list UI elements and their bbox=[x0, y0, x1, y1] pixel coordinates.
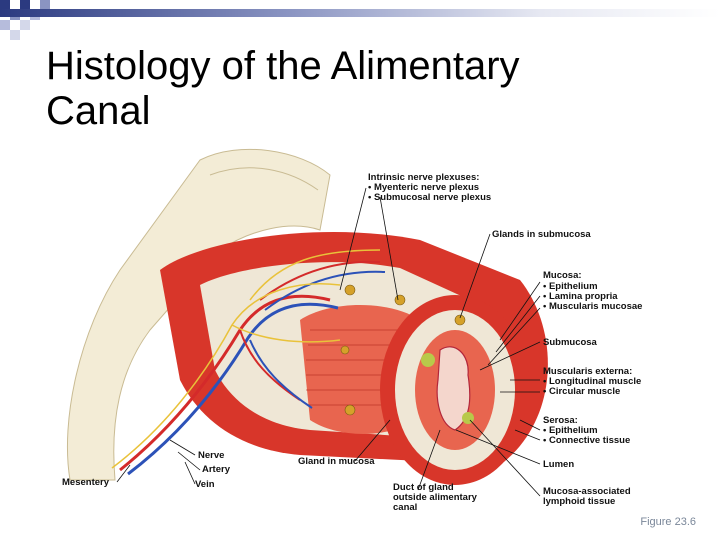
mesentery-sheet bbox=[66, 148, 331, 481]
diagram-labels: Intrinsic nerve plexuses: • Myenteric ne… bbox=[62, 172, 642, 513]
figure-caption: Figure 23.6 bbox=[640, 516, 696, 528]
tube-cross-section bbox=[160, 231, 548, 485]
blood-vessels bbox=[119, 260, 386, 476]
label-myenteric-plexus: • Myenteric nerve plexus bbox=[368, 182, 479, 193]
slide-title: Histology of the Alimentary Canal bbox=[46, 44, 520, 133]
nerve-plexus-ganglia bbox=[340, 284, 466, 416]
label-mucosa-epithelium: • Epithelium bbox=[543, 281, 598, 292]
label-circular-muscle: • Circular muscle bbox=[543, 386, 620, 397]
label-submucosa: Submucosa bbox=[543, 337, 598, 348]
label-lumen: Lumen bbox=[543, 459, 574, 470]
label-duct-of-gland: Duct of gland outside alimentary canal bbox=[393, 482, 480, 513]
label-serosa-epithelium: • Epithelium bbox=[543, 425, 598, 436]
nerves bbox=[111, 249, 381, 469]
label-muscularis-mucosae: • Muscularis mucosae bbox=[543, 301, 642, 312]
label-malt: Mucosa-associated lymphoid tissue bbox=[543, 486, 633, 507]
label-mucosa: Mucosa: bbox=[543, 270, 582, 281]
label-gland-in-mucosa: Gland in mucosa bbox=[298, 456, 375, 467]
label-malt-line-2: lymphoid tissue bbox=[543, 496, 615, 507]
label-duct-line-1: Duct of gland bbox=[393, 482, 454, 493]
label-malt-line-1: Mucosa-associated bbox=[543, 486, 631, 497]
label-glands-submucosa: Glands in submucosa bbox=[492, 229, 591, 240]
label-intrinsic-nerve-plexuses: Intrinsic nerve plexuses: bbox=[368, 172, 479, 183]
label-submucosal-plexus: • Submucosal nerve plexus bbox=[368, 192, 491, 203]
label-duct-line-3: canal bbox=[393, 502, 417, 513]
label-artery: Artery bbox=[202, 464, 231, 475]
label-mesentery: Mesentery bbox=[62, 477, 110, 488]
label-connective-tissue: • Connective tissue bbox=[543, 435, 630, 446]
label-lamina-propria: • Lamina propria bbox=[543, 291, 618, 302]
title-accent-bar bbox=[0, 9, 720, 17]
label-duct-line-2: outside alimentary bbox=[393, 492, 478, 503]
label-leaders bbox=[116, 187, 541, 497]
label-muscularis-externa: Muscularis externa: bbox=[543, 366, 632, 377]
label-vein: Vein bbox=[195, 479, 215, 490]
label-nerve: Nerve bbox=[198, 450, 224, 461]
label-longitudinal-muscle: • Longitudinal muscle bbox=[543, 376, 641, 387]
label-serosa: Serosa: bbox=[543, 415, 578, 426]
